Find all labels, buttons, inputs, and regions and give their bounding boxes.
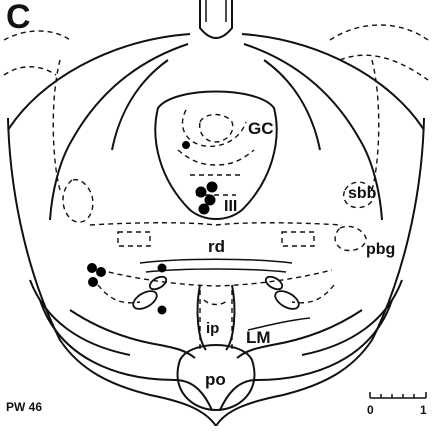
scale-bar [370, 392, 426, 398]
label-gc: GC [248, 119, 274, 138]
panel-letter: C [6, 0, 31, 34]
scale-label-min: 0 [367, 403, 374, 417]
left-ellipse-1 [130, 287, 160, 312]
label-iii: III [224, 198, 237, 215]
marker-dot [207, 182, 218, 193]
label-po: po [205, 370, 226, 389]
marker-dot [182, 141, 190, 149]
midline-top [200, 0, 232, 38]
label-sbb: sbb [348, 185, 377, 202]
right-ellipse-2 [264, 274, 285, 292]
right-arc-outer [242, 34, 424, 130]
scale-label-max: 1 [420, 403, 427, 417]
marker-dot [87, 263, 97, 273]
marker-dot [199, 204, 210, 215]
left-pons-outline [70, 310, 195, 358]
marker-dot [158, 264, 167, 273]
marker-dot [205, 195, 216, 206]
central-gray-outline [155, 92, 276, 220]
right-ellipse-1 [272, 287, 302, 312]
specimen-code: PW 46 [6, 400, 42, 414]
label-pbg: pbg [366, 241, 395, 258]
left-arc-outer [8, 34, 190, 130]
marker-dot [196, 187, 207, 198]
label-ip: ip [206, 320, 219, 337]
label-rd: rd [208, 237, 225, 256]
marker-dot [96, 267, 106, 277]
marker-dot [158, 306, 167, 315]
label-lm: LM [246, 328, 271, 347]
marker-dot [88, 277, 98, 287]
left-ellipse-2 [148, 274, 169, 292]
